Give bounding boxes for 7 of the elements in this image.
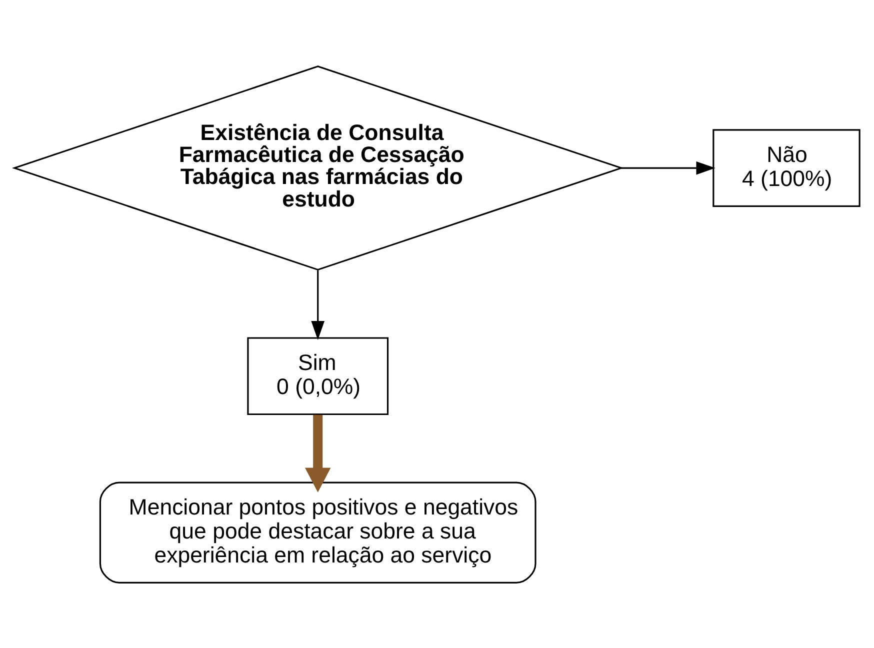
node-box: Não 4 (100%) [712, 128, 860, 206]
node-box: Mencionar pontos positivos e negativos que pode destacar sobre a sua experiência em relação ao serviço [99, 481, 536, 583]
arrow [304, 414, 331, 492]
arrow [621, 160, 716, 174]
arrow [311, 270, 325, 340]
node-diamond: Existência de Consulta Farmacêutica de Cessação Tabágica nas farmácias do estudo [12, 65, 624, 270]
node-box: Sim 0 (0,0%) [247, 336, 389, 415]
